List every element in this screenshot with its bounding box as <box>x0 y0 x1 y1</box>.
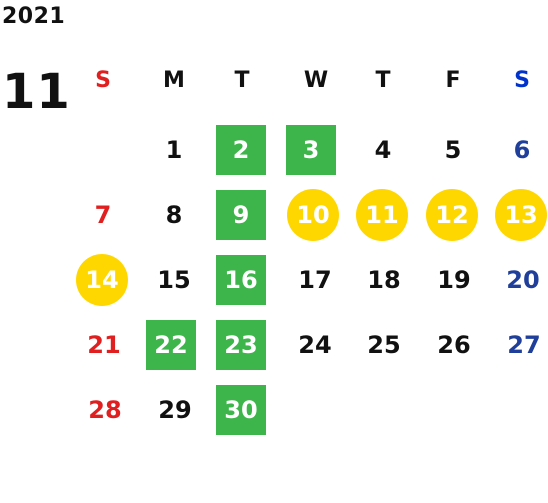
day-cell: 1 <box>165 136 183 164</box>
day-cell: 17 <box>298 266 332 294</box>
day-cell-highlighted-square: 22 <box>146 320 196 370</box>
day-cell-highlighted-square: 16 <box>216 255 266 305</box>
day-cell: 25 <box>367 331 401 359</box>
day-cell: 29 <box>158 396 192 424</box>
day-cell: 4 <box>374 136 392 164</box>
day-cell-highlighted-square: 23 <box>216 320 266 370</box>
day-cell-saturday: 6 <box>513 136 531 164</box>
weekday-header-sat: S <box>514 67 530 93</box>
weekday-header-sun: S <box>95 67 111 93</box>
calendar-month: 11 <box>2 64 71 120</box>
day-cell-sunday: 21 <box>87 331 121 359</box>
day-cell: 18 <box>367 266 401 294</box>
day-cell-highlighted-square: 30 <box>216 385 266 435</box>
day-cell-highlighted-circle: 14 <box>76 254 128 306</box>
weekday-header-mon: M <box>163 67 185 93</box>
day-cell-highlighted-circle: 11 <box>356 189 408 241</box>
day-cell: 5 <box>444 136 462 164</box>
day-cell: 8 <box>165 201 183 229</box>
day-cell: 24 <box>298 331 332 359</box>
day-cell-highlighted-square: 2 <box>216 125 266 175</box>
weekday-header-thu: T <box>375 67 391 93</box>
day-cell-highlighted-circle: 12 <box>426 189 478 241</box>
day-cell-sunday: 28 <box>88 396 122 424</box>
day-cell: 26 <box>437 331 471 359</box>
weekday-header-wed: W <box>303 67 329 93</box>
day-cell: 15 <box>157 266 191 294</box>
day-cell: 19 <box>437 266 471 294</box>
day-cell-saturday: 20 <box>506 266 540 294</box>
weekday-header-fri: F <box>445 67 461 93</box>
day-cell-sunday: 7 <box>94 201 112 229</box>
day-cell-highlighted-circle: 13 <box>495 189 547 241</box>
day-cell-saturday: 27 <box>507 331 541 359</box>
weekday-header-tue: T <box>234 67 250 93</box>
day-cell-highlighted-square: 9 <box>216 190 266 240</box>
day-cell-highlighted-circle: 10 <box>287 189 339 241</box>
day-cell-highlighted-square: 3 <box>286 125 336 175</box>
calendar-year: 2021 <box>2 4 66 29</box>
